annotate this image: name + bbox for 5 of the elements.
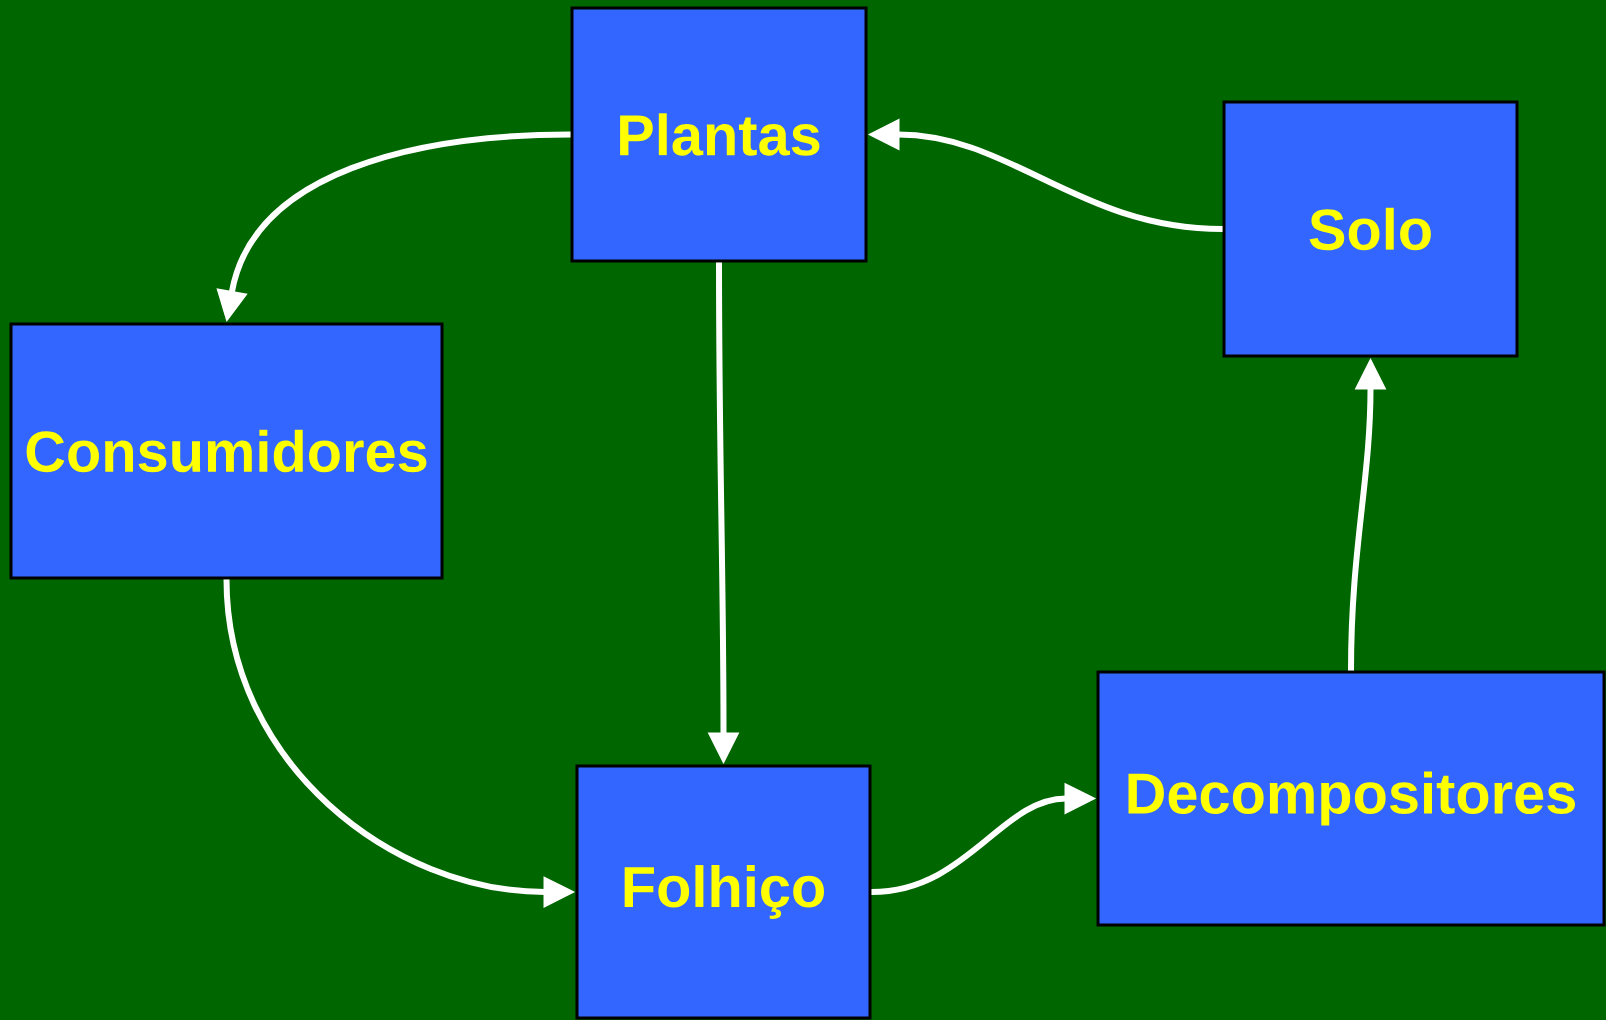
- process-box: Consumidores: [9, 322, 444, 580]
- process-box: Folhiço: [575, 764, 872, 1020]
- process-box: Solo: [1222, 100, 1519, 358]
- process-box: Decompositores: [1096, 670, 1606, 927]
- process-box: Plantas: [570, 6, 868, 263]
